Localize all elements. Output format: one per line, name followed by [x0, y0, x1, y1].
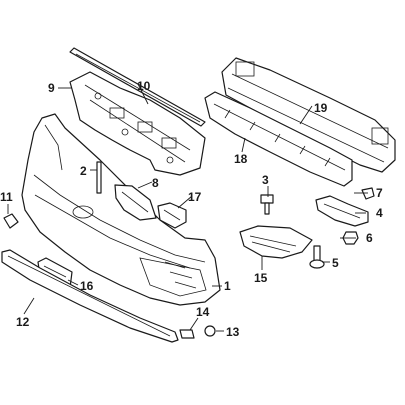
clip-part-13	[204, 325, 216, 337]
retainer-part-14	[179, 329, 195, 339]
callout-9: 9	[48, 81, 55, 95]
energy-absorber	[204, 91, 353, 187]
center-bracket	[114, 184, 157, 221]
callout-10: 10	[137, 79, 151, 93]
side-bracket	[315, 195, 369, 227]
lower-valance	[1, 249, 179, 343]
callout-15: 15	[254, 271, 268, 285]
callout-13: 13	[226, 325, 240, 339]
sensor-pin	[96, 161, 102, 194]
callout-4: 4	[376, 206, 383, 220]
callout-2: 2	[80, 164, 87, 178]
callout-3: 3	[262, 173, 269, 187]
callout-14: 14	[196, 305, 210, 319]
callout-8: 8	[152, 176, 159, 190]
screw-part-5	[309, 245, 325, 269]
callout-18: 18	[234, 152, 248, 166]
clip-part-11	[3, 213, 19, 229]
callout-12: 12	[16, 315, 30, 329]
small-bracket	[157, 202, 187, 229]
leader-lines	[7, 83, 368, 332]
upper-trim-strip	[69, 47, 206, 127]
bumper-cover	[21, 113, 221, 306]
grille-bracket	[69, 71, 206, 176]
callout-17: 17	[188, 190, 202, 204]
clip-part-7	[361, 187, 375, 200]
callout-16: 16	[80, 279, 94, 293]
callout-6: 6	[366, 231, 373, 245]
callout-11: 11	[0, 190, 13, 204]
callout-5: 5	[332, 256, 339, 270]
lower-grille	[239, 225, 313, 259]
callout-7: 7	[376, 186, 383, 200]
callout-1: 1	[224, 279, 231, 293]
bolt-part-3	[260, 194, 274, 215]
callout-labels: 10 9 19 18 2 8 17 3 7 4 5 6 11 15 16 1 1…	[0, 79, 383, 339]
callout-19: 19	[314, 101, 328, 115]
